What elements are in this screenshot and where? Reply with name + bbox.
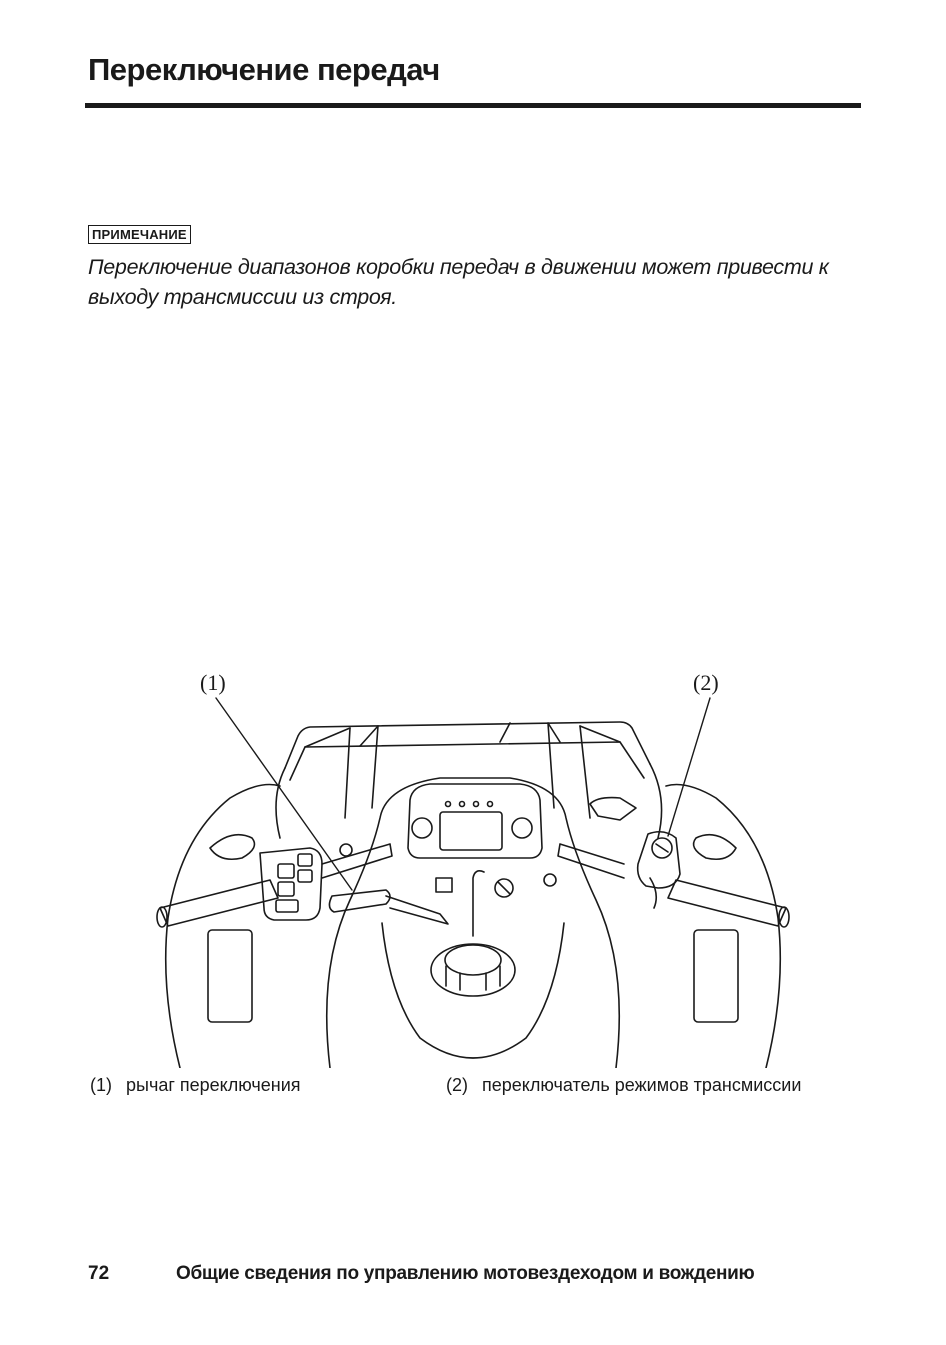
- caption-1-number: (1): [90, 1075, 112, 1096]
- left-grip: [160, 880, 278, 926]
- rack-struts: [345, 723, 590, 818]
- caption-2-label: переключатель режимов трансмиссии: [482, 1075, 801, 1095]
- right-fender: [666, 785, 780, 1069]
- rack-inner: [290, 742, 644, 780]
- caption-2: (2) переключатель режимов трансмиссии: [446, 1075, 801, 1096]
- page-number: 72: [88, 1263, 109, 1285]
- right-side-panel: [694, 930, 738, 1022]
- caption-2-number: (2): [446, 1075, 468, 1096]
- callout-number-1: (1): [200, 670, 226, 696]
- fuel-cap: [431, 944, 515, 996]
- left-gauge: [412, 818, 432, 838]
- brake-reservoir: [590, 798, 636, 820]
- right-bar: [558, 844, 624, 878]
- rack-sides: [276, 764, 662, 838]
- note-badge: ПРИМЕЧАНИЕ: [88, 225, 191, 244]
- brake-lever: [650, 878, 656, 908]
- cap-tube: [473, 871, 484, 936]
- left-side-panel: [208, 930, 252, 1022]
- atv-handlebar-figure: (1) (2): [150, 668, 796, 1068]
- leader-line-2: [668, 698, 710, 836]
- atv-handlebar-illustration: [150, 668, 796, 1068]
- left-fender: [166, 785, 280, 1069]
- left-fender-detail: [210, 835, 254, 860]
- shift-lever-arm: [386, 896, 448, 924]
- right-fender-detail: [694, 835, 736, 860]
- note-text: Переключение диапазонов коробки передач …: [88, 252, 858, 312]
- shift-lever-knob: [329, 890, 390, 912]
- caption-1: (1) рычаг переключения: [90, 1075, 301, 1096]
- right-grip: [668, 880, 786, 926]
- callout-number-2: (2): [693, 670, 719, 696]
- display-panel: [440, 812, 502, 850]
- footer-section-title: Общие сведения по управлению мотовездехо…: [176, 1263, 754, 1285]
- page-title: Переключение передач: [88, 52, 440, 88]
- indicator-box: [436, 878, 452, 892]
- right-gauge: [512, 818, 532, 838]
- title-rule: [85, 103, 861, 108]
- caption-1-label: рычаг переключения: [126, 1075, 301, 1095]
- left-bar: [322, 844, 392, 878]
- right-switch-housing: [638, 832, 680, 888]
